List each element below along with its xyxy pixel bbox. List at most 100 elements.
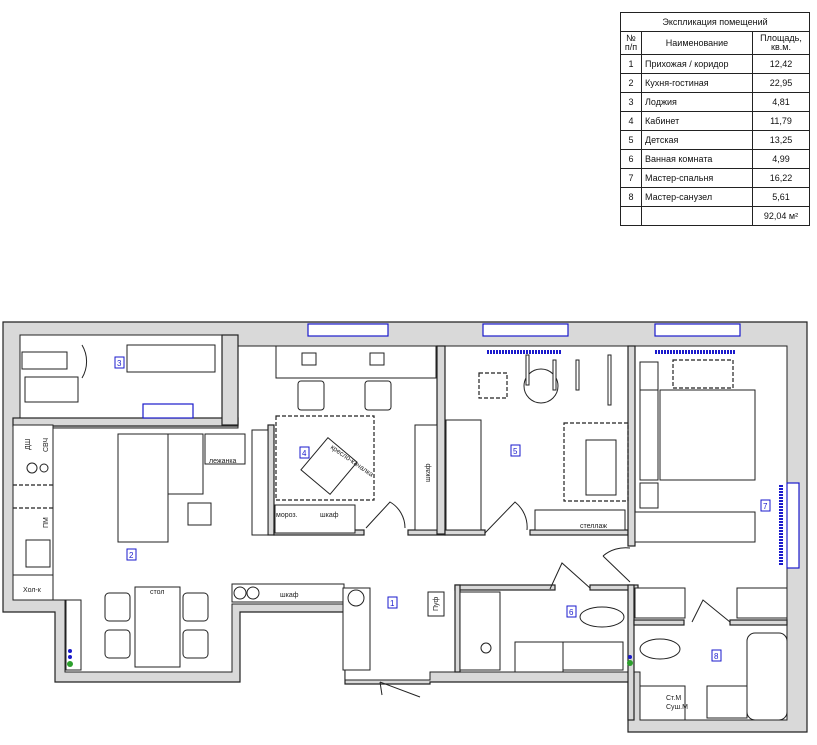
chair [104, 629, 131, 659]
toilet [579, 606, 625, 628]
drain-icon [67, 661, 73, 667]
row-area: 4,81 [752, 92, 810, 112]
room-number-5: 5 [510, 444, 521, 457]
pipe-icon [628, 655, 632, 659]
daybed [204, 433, 246, 465]
double-bed [659, 389, 756, 481]
office-chair [297, 380, 325, 411]
round-table [523, 368, 559, 404]
row-name: Мастер-спальня [641, 168, 753, 188]
row-number: 4 [620, 111, 642, 131]
room-number-text: 2 [129, 551, 134, 560]
wall-bath8-top [633, 619, 685, 626]
row-number: 2 [620, 73, 642, 93]
row-name: Мастер-санузел [641, 187, 753, 207]
bathtub [746, 632, 788, 721]
wall-study-left [267, 424, 275, 536]
row-area: 13,25 [752, 130, 810, 150]
room-number-text: 3 [117, 359, 122, 368]
nightstand [639, 361, 659, 391]
table-title: Экспликация помещений [620, 12, 810, 32]
window-study [307, 323, 389, 337]
shelf-bar [575, 359, 580, 391]
loggia-door-arc [81, 344, 88, 379]
freezer-label: мороз. [276, 512, 298, 519]
wall-bath8-top-2 [729, 619, 788, 626]
window-kids [482, 323, 569, 337]
kids-desk [478, 372, 508, 399]
sofa-section [167, 433, 204, 495]
row-name: Лоджия [641, 92, 753, 112]
pouf-box [427, 591, 445, 617]
kids-wardrobe [445, 419, 482, 531]
total-empty [620, 206, 642, 226]
hob-burner [39, 463, 49, 473]
chair [182, 592, 209, 622]
row-area: 11,79 [752, 111, 810, 131]
bath8-door [691, 599, 731, 623]
shelving-unit [534, 509, 626, 531]
window-loggia [142, 403, 194, 419]
corridor-wardrobe-label: шкаф [280, 592, 299, 599]
col-header-area: Площадь, кв.м. [752, 31, 810, 55]
study-rug [275, 415, 375, 501]
loggia-shelves [126, 344, 216, 373]
dining-table [134, 586, 181, 668]
chair [104, 592, 131, 622]
washer-label: Ст.М [666, 695, 681, 702]
fridge-label: Хол-к [23, 587, 42, 594]
window-bedroom-side [786, 482, 800, 569]
table-label: стол [150, 589, 164, 596]
bedroom-wardrobe-3 [736, 587, 788, 619]
entrance-door [379, 681, 421, 698]
row-number: 1 [620, 54, 642, 74]
wall-bath6-top [454, 584, 556, 591]
room-number-7: 7 [760, 499, 771, 512]
col-header-name: Наименование [641, 31, 753, 55]
kitchen-cabinets [12, 424, 54, 601]
dish-machine-label: ПМ [43, 517, 50, 528]
row-number: 7 [620, 168, 642, 188]
dishwasher-label: ДШ [25, 439, 32, 450]
col-header-num: № п/п [620, 31, 642, 55]
washer-dryer [639, 685, 686, 721]
room-number-text: 6 [569, 608, 574, 617]
microwave-label: СВЧ [43, 438, 50, 452]
freezer-wardrobe [274, 504, 356, 534]
room-number-text: 4 [302, 449, 307, 458]
row-number: 6 [620, 149, 642, 169]
wall-kids-bottom [444, 529, 486, 536]
bedroom-door [602, 547, 631, 583]
row-name: Ванная комната [641, 149, 753, 169]
row-area: 22,95 [752, 73, 810, 93]
bedroom-wardrobe [634, 511, 756, 543]
room-number-4: 4 [299, 446, 310, 459]
wall-bath8-left [627, 584, 635, 721]
rocking-chair [300, 436, 358, 496]
partition-wardrobe-label: шкаф [425, 463, 432, 482]
wall-loggia-study [221, 334, 239, 426]
table-total-row: 92,04 м² [620, 206, 810, 226]
laptop-icon [301, 352, 317, 366]
row-area: 16,22 [752, 168, 810, 188]
row-area: 4,99 [752, 149, 810, 169]
wall-kids-bottom-2 [529, 529, 629, 536]
sofa [117, 433, 169, 543]
row-area: 12,42 [752, 54, 810, 74]
table-title-row: Экспликация помещений [620, 12, 810, 32]
total-area: 92,04 м² [752, 206, 810, 226]
dryer-label: Суш.М [666, 704, 688, 711]
row-name: Кухня-гостиная [641, 73, 753, 93]
shelf-bar [552, 359, 557, 391]
kids-bed [585, 439, 617, 496]
pouf [187, 502, 212, 526]
bedroom-wardrobe-2 [634, 587, 686, 619]
study-wardrobe-label: шкаф [320, 512, 339, 519]
kids-door [484, 501, 528, 534]
